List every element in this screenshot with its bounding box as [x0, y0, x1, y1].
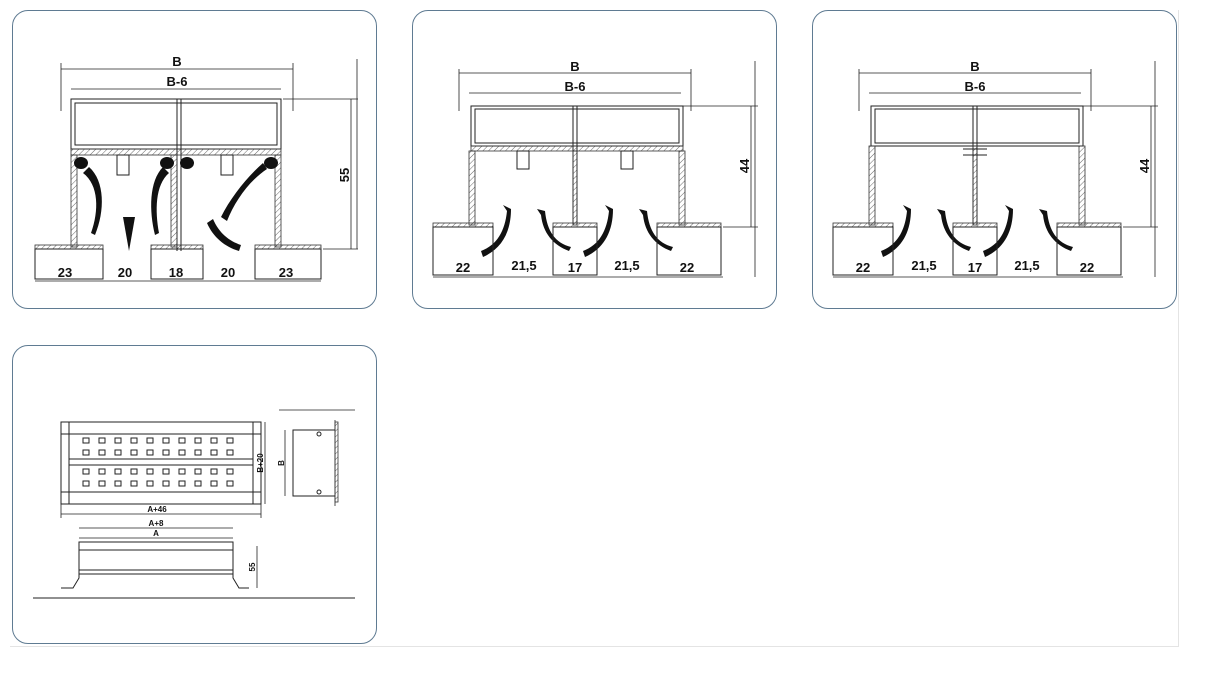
slot-row-bottom — [82, 468, 234, 487]
airflow-arrow — [481, 205, 511, 257]
label-height: 44 — [737, 158, 752, 173]
dim-label: 23 — [279, 265, 293, 280]
airflow-arrow — [583, 205, 613, 257]
label-a46: A+46 — [147, 505, 167, 514]
section-drawing-2: B B-6 44 22 21,5 17 21,5 22 — [432, 59, 758, 278]
airflow-arrow — [221, 163, 267, 221]
label-b6: B-6 — [167, 74, 188, 89]
grille-bottom-view — [78, 541, 234, 575]
airflow-arrow — [983, 205, 1013, 257]
dim-label: 23 — [58, 265, 72, 280]
label-b: B — [172, 54, 181, 69]
gallery-frame — [10, 10, 1179, 647]
label-b20: B+20 — [256, 453, 265, 473]
section-drawing-1: B B-6 55 — [34, 54, 358, 282]
section-drawing-3: B B-6 44 22 21,5 17 21,5 22 — [832, 59, 1158, 278]
label-b6: B-6 — [965, 79, 986, 94]
dim-label: 21,5 — [1014, 258, 1039, 273]
dim-label: 21,5 — [511, 258, 536, 273]
dim-label: 22 — [1080, 260, 1094, 275]
diffuser-plan-card[interactable]: B+20 A+46 B A+8 A 55 — [12, 345, 377, 644]
label-b-side: B — [277, 460, 286, 466]
label-height: 55 — [337, 168, 352, 182]
label-height: 44 — [1137, 158, 1152, 173]
airflow-arrow — [639, 209, 673, 251]
diffuser-section-card-2[interactable]: B B-6 44 22 21,5 17 21,5 22 — [412, 10, 777, 309]
label-b: B — [570, 59, 579, 74]
grille-front-view — [60, 421, 262, 505]
dim-label: 20 — [118, 265, 132, 280]
airflow-arrow — [881, 205, 911, 257]
dim-label: 22 — [856, 260, 870, 275]
airflow-arrow — [937, 209, 971, 251]
diffuser-section-card-3[interactable]: B B-6 44 22 21,5 17 21,5 22 — [812, 10, 1177, 309]
dim-label: 17 — [968, 260, 982, 275]
airflow-arrow — [151, 167, 169, 235]
grille-side-view — [292, 429, 335, 497]
label-a8: A+8 — [149, 519, 164, 528]
airflow-arrow — [537, 209, 571, 251]
label-b: B — [970, 59, 979, 74]
dim-label: 21,5 — [614, 258, 639, 273]
dim-label: 22 — [456, 260, 470, 275]
dim-label: 17 — [568, 260, 582, 275]
airflow-arrow — [123, 217, 135, 251]
airflow-arrow — [207, 219, 241, 251]
airflow-arrow — [83, 167, 102, 235]
dim-label: 20 — [221, 265, 235, 280]
diffuser-frame — [70, 98, 282, 150]
label-a: A — [153, 529, 159, 538]
label-55: 55 — [248, 562, 257, 571]
slot-row-top — [82, 437, 234, 456]
plan-drawing: B+20 A+46 B A+8 A 55 — [33, 409, 355, 599]
dim-label: 21,5 — [911, 258, 936, 273]
dim-label: 22 — [680, 260, 694, 275]
dim-label: 18 — [169, 265, 183, 280]
label-b6: B-6 — [565, 79, 586, 94]
diffuser-section-card-1[interactable]: B B-6 55 — [12, 10, 377, 309]
airflow-arrow — [1039, 209, 1073, 251]
